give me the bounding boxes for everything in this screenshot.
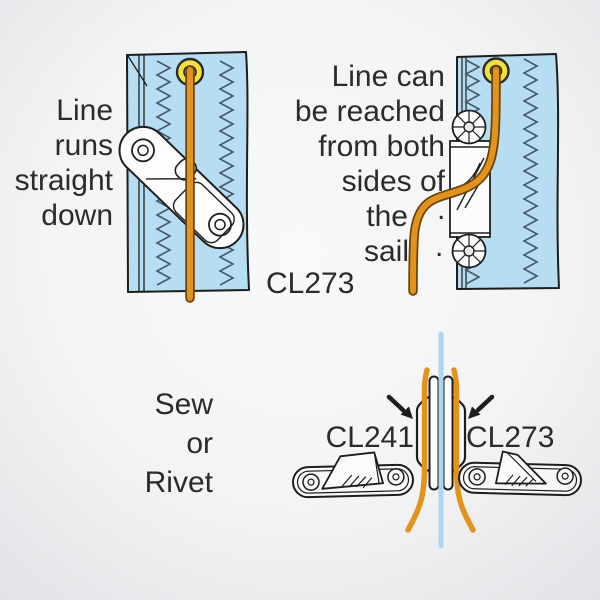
- screw-hole: [208, 212, 232, 237]
- cross-section-illustration: [292, 331, 583, 549]
- screw-hole-center: [214, 218, 226, 231]
- caption-line: Rivet: [144, 466, 213, 499]
- screw-hole: [387, 468, 405, 486]
- product-label-cl273: CL273: [266, 267, 355, 300]
- caption-line: down: [41, 199, 113, 232]
- caption-line: Sew: [154, 388, 213, 421]
- rope-right: [410, 67, 499, 294]
- cleat-cam-front-edge: [373, 452, 380, 484]
- caption-line: the: [366, 200, 408, 233]
- left-sail-illustration: [118, 51, 250, 303]
- cleat-top-wheel-hub: [463, 121, 475, 133]
- cleat-side-view-cl241: [292, 451, 414, 499]
- screw-hole-center: [307, 478, 315, 486]
- screw-hole-center: [473, 473, 481, 481]
- caption-trailing-period: .: [437, 193, 446, 226]
- cleat-side-view-cl273: [458, 450, 583, 497]
- caption-trailing-period: .: [435, 230, 444, 263]
- rope-cross-left: [405, 367, 430, 533]
- pointer-arrow-left: [386, 394, 413, 419]
- caption-line: sail: [363, 235, 409, 268]
- cleat-top-wheel-spokes: [452, 110, 486, 144]
- screw-hole: [131, 138, 155, 163]
- caption-line: sides of: [341, 165, 445, 198]
- screw-hole-center: [137, 144, 149, 157]
- product-label-cl273: CL273: [466, 421, 555, 454]
- cleat-flange-lines: [450, 146, 490, 234]
- caption-line: from both: [318, 130, 445, 163]
- screw-hole-center: [392, 473, 400, 481]
- caption-line: Line can: [331, 60, 445, 93]
- screw-hole-center: [561, 472, 569, 480]
- screw-hole: [302, 473, 320, 491]
- screw-hole: [468, 468, 486, 486]
- caption-line-reached-both-sides: Line can be reached from both sides of t…: [165, 59, 445, 269]
- cleat-cam-hatching: [504, 474, 534, 487]
- cleat-channel-right: [442, 375, 454, 491]
- caption-line: runs: [54, 129, 113, 162]
- caption-line: or: [186, 427, 213, 460]
- cleat-cam-hatching: [341, 474, 373, 489]
- rope-cross-right: [451, 367, 476, 533]
- caption-line: straight: [14, 164, 113, 197]
- cleat-bottom-wheel-spokes: [452, 234, 486, 268]
- caption-line-runs-straight-down: Line runs straight down: [0, 93, 113, 233]
- screw-hole: [556, 467, 574, 485]
- cleat-cam-front-edge: [507, 452, 537, 482]
- pointer-arrow-right: [468, 394, 495, 419]
- right-sail-illustration: [408, 53, 560, 296]
- caption-sew-or-rivet: Sew or Rivet: [53, 385, 213, 502]
- stitch-zigzag-right-2: [522, 58, 539, 284]
- product-label-cl241: CL241: [325, 421, 414, 454]
- stitch-zigzag-left-2: [218, 60, 235, 286]
- caption-line: be reached: [294, 95, 445, 128]
- cleat-bottom-wheel-hub: [463, 245, 475, 257]
- caption-line: Line: [56, 94, 113, 127]
- cleat-channel-left: [428, 375, 440, 491]
